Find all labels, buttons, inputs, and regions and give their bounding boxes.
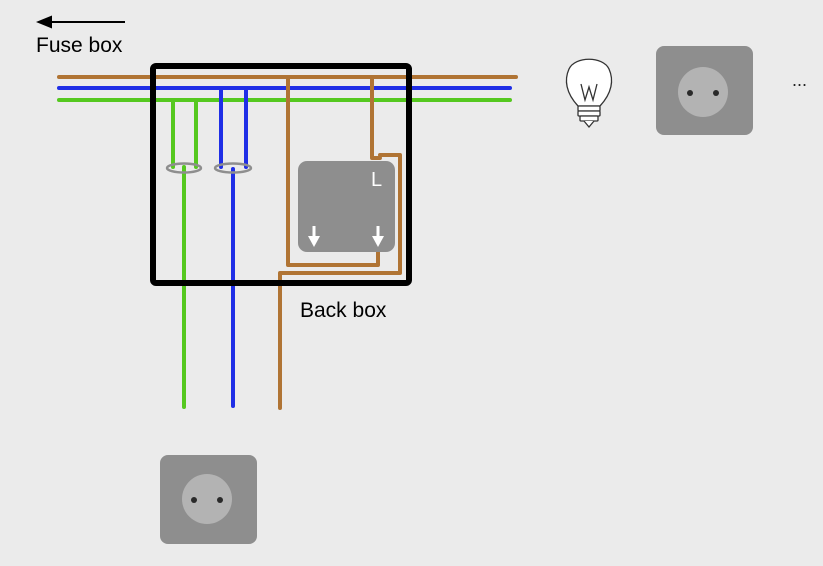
- live-branch-wires: [278, 75, 402, 410]
- left-arrow-head-icon: [36, 15, 52, 29]
- switch-terminal-label: L: [371, 169, 382, 191]
- earth-branch-wires: [171, 98, 198, 409]
- socket-top-pin-right: [713, 90, 719, 96]
- fuse-box-indicator: Fuse box: [36, 15, 125, 57]
- fuse-box-label: Fuse box: [36, 34, 123, 57]
- neutral-connector: [213, 162, 253, 174]
- down-arrow-icon: [308, 226, 320, 247]
- light-bulb-icon: [565, 58, 613, 129]
- power-socket-icon: [160, 455, 257, 544]
- power-socket-icon: [656, 46, 753, 135]
- live-switch-return: [286, 75, 380, 267]
- neutral-branch-wires: [219, 86, 248, 408]
- light-switch: L: [298, 161, 395, 252]
- live-drop-to-socket: [278, 153, 402, 410]
- socket-top-pin-left: [687, 90, 693, 96]
- socket-bottom-pin-right: [217, 497, 223, 503]
- switch-body: [298, 161, 395, 252]
- socket-bottom-pin-left: [191, 497, 197, 503]
- back-box-outline: [150, 63, 412, 286]
- wire-connectors: [165, 162, 253, 174]
- more-indicator: ...: [792, 70, 807, 90]
- socket-top-face: [678, 67, 728, 117]
- down-arrow-icon: [372, 226, 384, 247]
- live-feed-to-switch: [370, 75, 382, 160]
- earth-connector: [165, 162, 203, 174]
- socket-bottom-face: [182, 474, 232, 524]
- back-box-label: Back box: [300, 299, 387, 322]
